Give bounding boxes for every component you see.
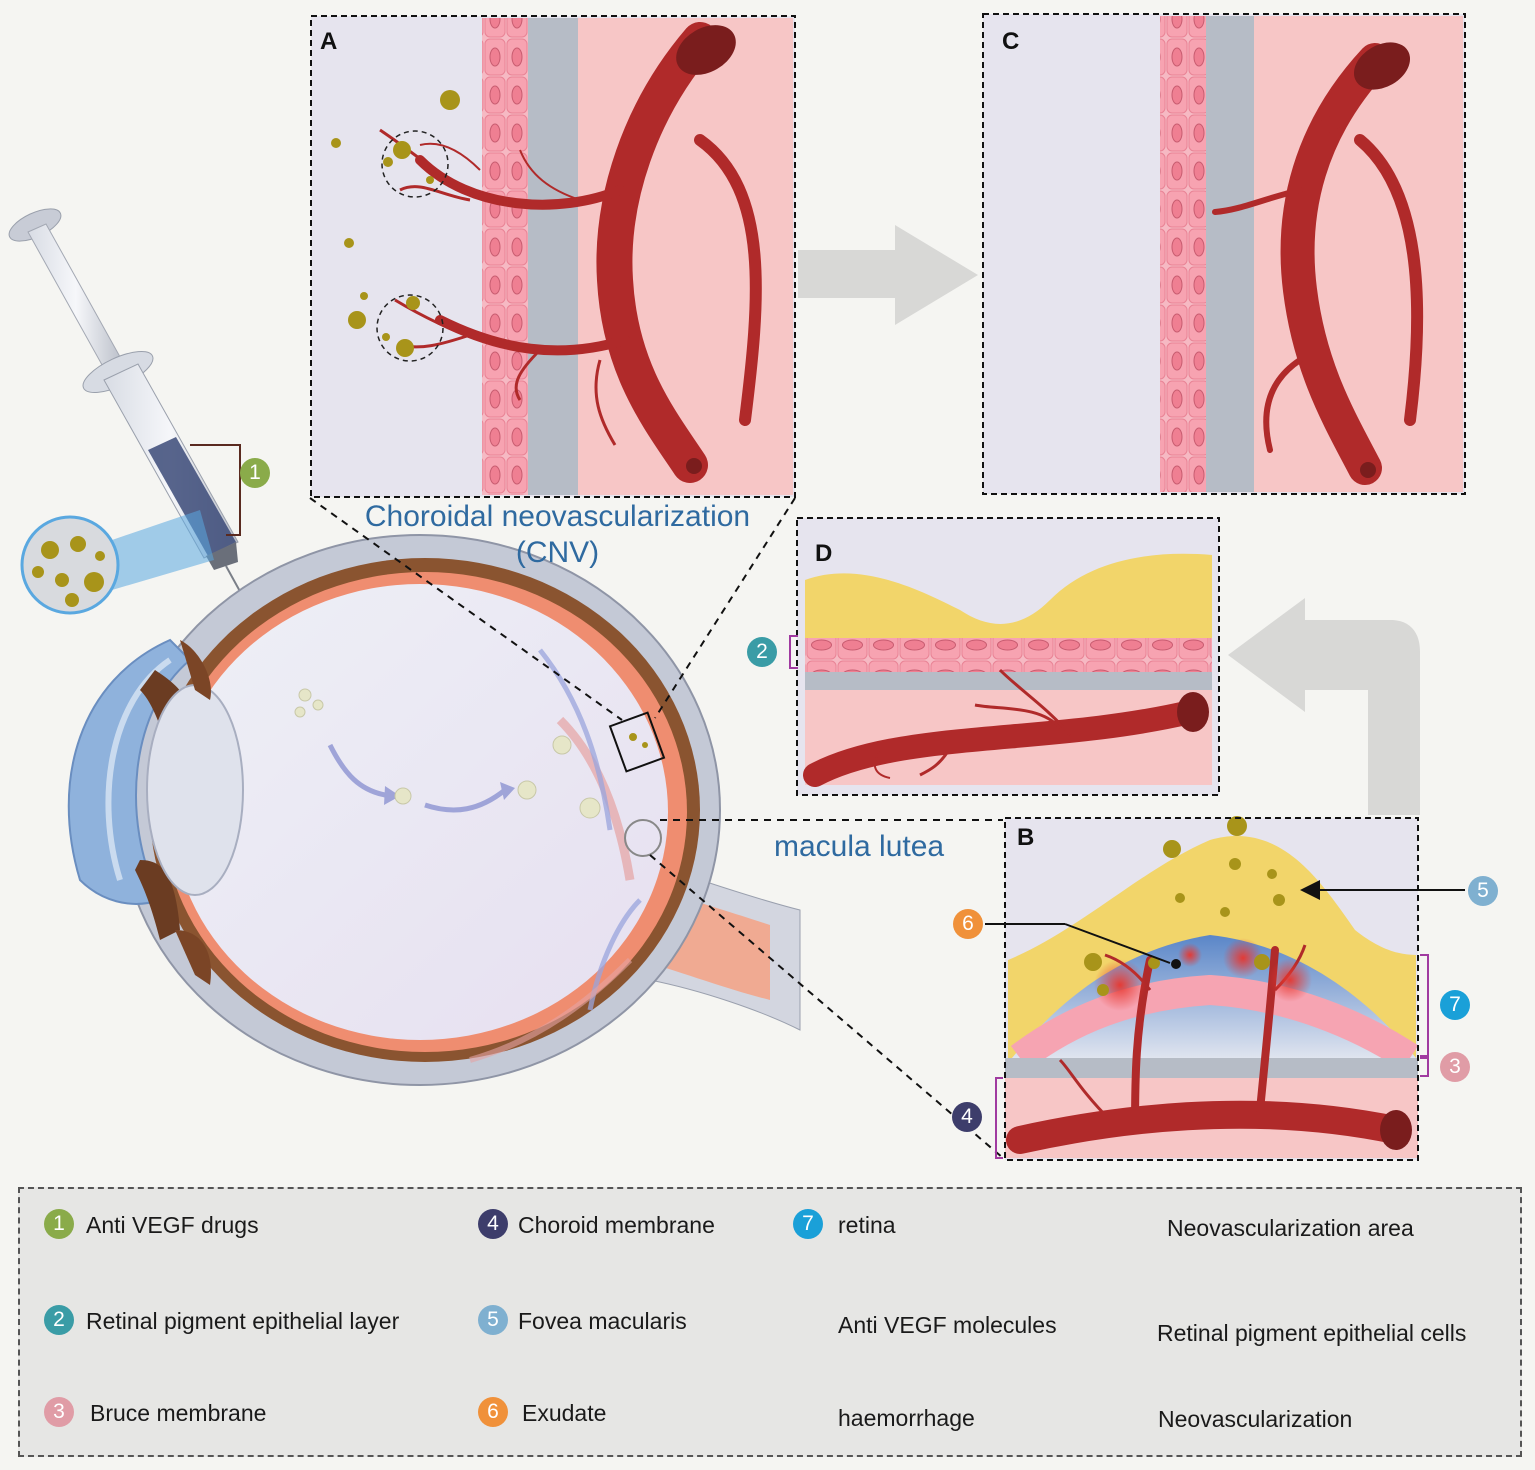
legend-neovascularization-area: Neovascularization area xyxy=(1167,1215,1414,1241)
marker-5: 5 xyxy=(1468,876,1498,906)
panel-d-label: D xyxy=(815,540,833,567)
legend-fovea-macularis: Fovea macularis xyxy=(518,1308,687,1334)
legend-marker-1: 1 xyxy=(44,1209,74,1239)
cnv-caption-line1: Choroidal neovascularization xyxy=(364,500,751,533)
legend-marker-2: 2 xyxy=(44,1305,74,1335)
legend-rpe-cells: Retinal pigment epithelial cells xyxy=(1157,1320,1467,1346)
arrow-a-to-c xyxy=(798,225,978,325)
eye-cross-section xyxy=(67,534,801,1086)
panel-b xyxy=(985,816,1465,1161)
legend-marker-3: 3 xyxy=(44,1397,74,1427)
panel-c xyxy=(982,13,1466,495)
marker-6: 6 xyxy=(953,909,983,939)
cnv-caption-line2: (CNV) xyxy=(515,536,600,569)
legend-anti-vegf-drugs: Anti VEGF drugs xyxy=(86,1212,259,1238)
panel-b-label: B xyxy=(1017,824,1035,851)
legend-anti-vegf-molecules: Anti VEGF molecules xyxy=(838,1312,1057,1338)
legend-bruce-membrane: Bruce membrane xyxy=(90,1400,267,1426)
zoom-connectors xyxy=(309,497,1004,1159)
syringe-illustration xyxy=(8,208,301,701)
marker-1: 1 xyxy=(240,458,270,488)
legend-choroid-membrane: Choroid membrane xyxy=(518,1212,715,1238)
legend-marker-6: 6 xyxy=(478,1397,508,1427)
panel-a-label: A xyxy=(320,28,338,55)
marker-7: 7 xyxy=(1440,990,1470,1020)
legend-retina: retina xyxy=(838,1212,896,1238)
drug-zoom-bubble xyxy=(20,510,214,615)
legend-box xyxy=(18,1187,1522,1457)
marker-2: 2 xyxy=(747,637,777,667)
macula-caption: macula lutea xyxy=(774,830,945,863)
legend-exudate: Exudate xyxy=(522,1400,607,1426)
legend-marker-4: 4 xyxy=(478,1209,508,1239)
panel-a xyxy=(310,15,796,498)
arrow-b-to-d xyxy=(1228,598,1420,815)
legend-marker-7: 7 xyxy=(793,1209,823,1239)
legend-neovascularization: Neovascularization xyxy=(1158,1406,1353,1432)
marker-3: 3 xyxy=(1440,1052,1470,1082)
legend-marker-5: 5 xyxy=(478,1305,508,1335)
panel-c-label: C xyxy=(1002,28,1020,55)
legend-rpe-layer: Retinal pigment epithelial layer xyxy=(86,1308,400,1334)
legend-haemorrhage: haemorrhage xyxy=(838,1405,975,1431)
marker-4: 4 xyxy=(952,1102,982,1132)
panel-d xyxy=(789,517,1220,796)
